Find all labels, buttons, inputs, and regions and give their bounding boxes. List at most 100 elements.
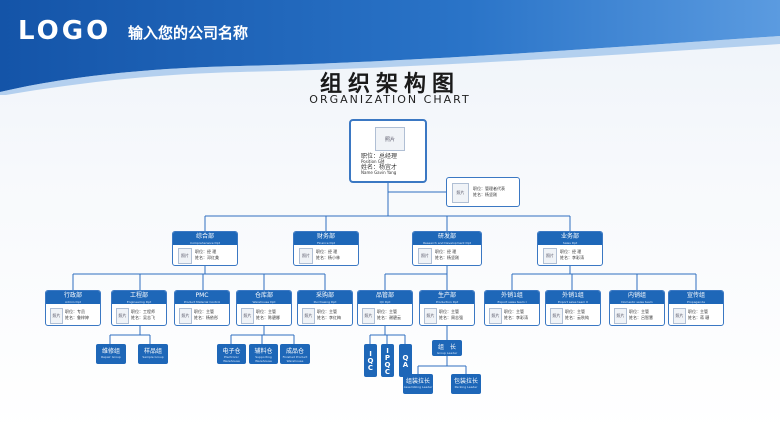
section-info: 职位：主管姓名：谢碧云 bbox=[377, 309, 401, 321]
section-name: 仓库部 bbox=[254, 292, 273, 299]
company-name: 输入您的公司名称 bbox=[128, 24, 249, 42]
section-name-en: Export sales team I bbox=[497, 300, 527, 304]
photo-placeholder: 照片 bbox=[179, 308, 192, 324]
section-person: 姓名：云秋纯 bbox=[565, 315, 589, 320]
department-person: 姓名：李彩涛 bbox=[560, 255, 584, 260]
qc-unit-box[interactable]: QA bbox=[399, 344, 412, 377]
page-subtitle: ORGANIZATION CHART bbox=[309, 93, 471, 106]
photo-placeholder: 照片 bbox=[452, 183, 469, 203]
gm-name: 姓名：杨宜才 bbox=[361, 164, 398, 171]
section-name: 采购部 bbox=[315, 292, 334, 299]
photo-placeholder: 照片 bbox=[178, 248, 192, 264]
qc-unit-box[interactable]: IQC bbox=[364, 344, 377, 377]
section-person: 姓名：谢碧云 bbox=[377, 315, 401, 320]
department-info: 职位：经 理姓名：杨坚刚 bbox=[435, 249, 459, 261]
logo: LOGO bbox=[18, 16, 112, 46]
section-person: 姓名：吴志飞 bbox=[131, 315, 155, 320]
department-name: 综合部 bbox=[195, 233, 214, 240]
photo-placeholder: 照片 bbox=[614, 308, 627, 324]
section-position: 职位：主管 bbox=[377, 309, 397, 314]
line-leader-name-en: Packing Leader bbox=[454, 385, 478, 389]
photo-placeholder: 照片 bbox=[489, 308, 502, 324]
gm-position-en: Position GM bbox=[361, 159, 385, 164]
general-manager-box[interactable]: 照片 职位：总经理 Position GM 姓名：杨宜才 Name Gavin … bbox=[349, 119, 427, 183]
section-info: 职位：主管姓名：蒋 珊 bbox=[688, 309, 709, 321]
section-name-en: Engineering Dpt bbox=[126, 300, 152, 304]
section-name: 外销1组 bbox=[562, 292, 584, 299]
department-name: 财务部 bbox=[316, 233, 335, 240]
section-position: 职位：主管 bbox=[317, 309, 337, 314]
qc-unit-box[interactable]: IPQC bbox=[381, 344, 394, 377]
subunit-name: 成品仓 bbox=[285, 348, 304, 355]
department-name-en: Research and Development Dpt bbox=[423, 241, 471, 245]
department-name: 业务部 bbox=[560, 233, 579, 240]
subunit-name: 辅料仓 bbox=[254, 348, 273, 355]
section-position: 职位：主管 bbox=[256, 309, 276, 314]
qc-unit-name: QA bbox=[401, 353, 410, 368]
department-person: 姓名：杨坚刚 bbox=[435, 255, 459, 260]
subunit-name: 电子仓 bbox=[222, 348, 241, 355]
photo-placeholder: 照片 bbox=[424, 308, 437, 324]
section-name: 行政部 bbox=[63, 292, 82, 299]
group-leader-name: 组 长 bbox=[437, 344, 456, 351]
subunit-name: 样品组 bbox=[143, 348, 162, 355]
section-info: 职位：专员姓名：鲁梓婷 bbox=[65, 309, 89, 321]
management-representative-box[interactable]: 照片 职位：管理者代表 姓名：杨坚刚 bbox=[446, 177, 520, 207]
section-person: 姓名：鲁梓婷 bbox=[65, 315, 89, 320]
subunit-name-en: Finished Product Warehouse bbox=[282, 355, 308, 363]
section-name-en: Warehouse Dpt bbox=[252, 300, 276, 304]
section-info: 职位：主管姓名：李彩涛 bbox=[504, 309, 528, 321]
qc-unit-name: IQC bbox=[366, 350, 375, 371]
section-name-en: Export sales team II bbox=[558, 300, 588, 304]
subunit-name: 维修组 bbox=[101, 348, 120, 355]
section-position: 职位：主管 bbox=[688, 309, 708, 314]
photo-placeholder: 照片 bbox=[543, 248, 557, 264]
group-leader-name-en: Group Leader bbox=[436, 351, 458, 355]
department-name-en: Comprehensive Dpt bbox=[190, 241, 220, 245]
section-position: 职位：主管 bbox=[504, 309, 524, 314]
photo-placeholder: 照片 bbox=[418, 248, 432, 264]
gm-name-en: Name Gavin Yang bbox=[361, 170, 397, 175]
page-title: 组织架构图 bbox=[319, 71, 460, 97]
section-person: 姓名：陈碧娜 bbox=[256, 315, 280, 320]
department-person: 姓名：邓红美 bbox=[195, 255, 219, 260]
photo-placeholder: 照片 bbox=[673, 308, 686, 324]
photo-placeholder: 照片 bbox=[116, 308, 129, 324]
assistant-info: 职位：管理者代表 姓名：杨坚刚 bbox=[473, 186, 505, 198]
photo-placeholder: 照片 bbox=[241, 308, 254, 324]
photo-placeholder: 照片 bbox=[50, 308, 63, 324]
section-name-en: QC Dpt bbox=[379, 300, 391, 304]
